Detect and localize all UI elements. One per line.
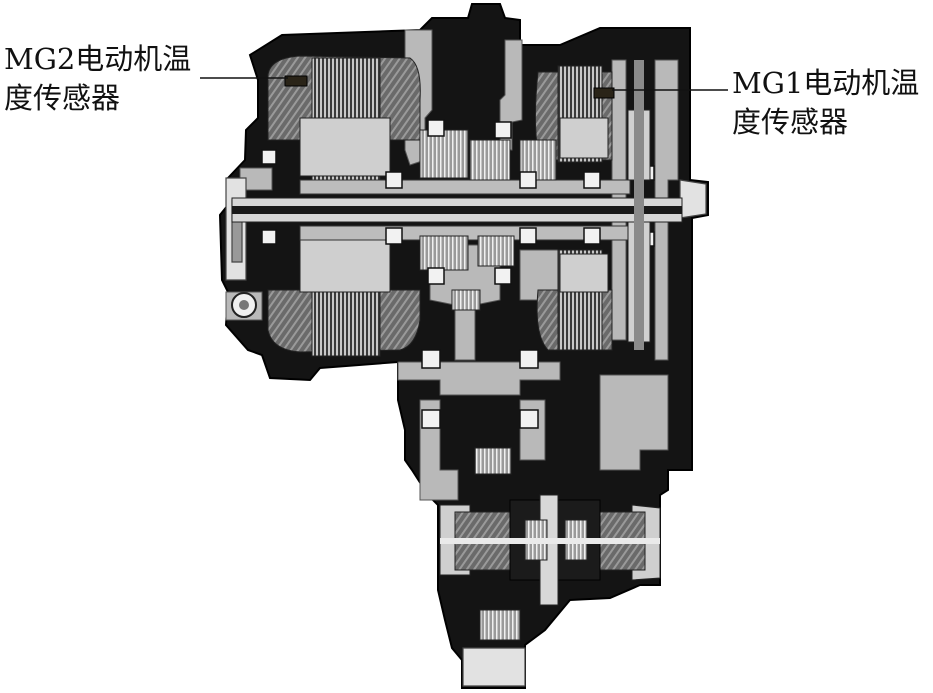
- main-shaft: [231, 179, 683, 241]
- mg1-temperature-sensor: [593, 87, 615, 99]
- mg1-label-line2: 度传感器: [732, 105, 849, 139]
- bearings: [261, 119, 655, 429]
- mg2-label-line1: MG2电动机温: [4, 42, 192, 76]
- mg2-temperature-sensor-label: MG2电动机温 度传感器: [4, 40, 191, 118]
- oil-pump: [627, 60, 651, 350]
- differential: [439, 494, 661, 606]
- mg1-motor: [534, 65, 613, 351]
- gear-sets: [419, 129, 557, 641]
- mg1-temperature-sensor-label: MG1电动机温 度传感器: [732, 64, 919, 142]
- mg2-temperature-sensor: [284, 75, 308, 87]
- breather-ring: [231, 292, 257, 318]
- temperature-sensors: [284, 75, 615, 99]
- mg1-label-line1: MG1电动机温: [732, 66, 920, 100]
- mg2-label-line2: 度传感器: [4, 81, 121, 115]
- leader-lines: [200, 77, 728, 91]
